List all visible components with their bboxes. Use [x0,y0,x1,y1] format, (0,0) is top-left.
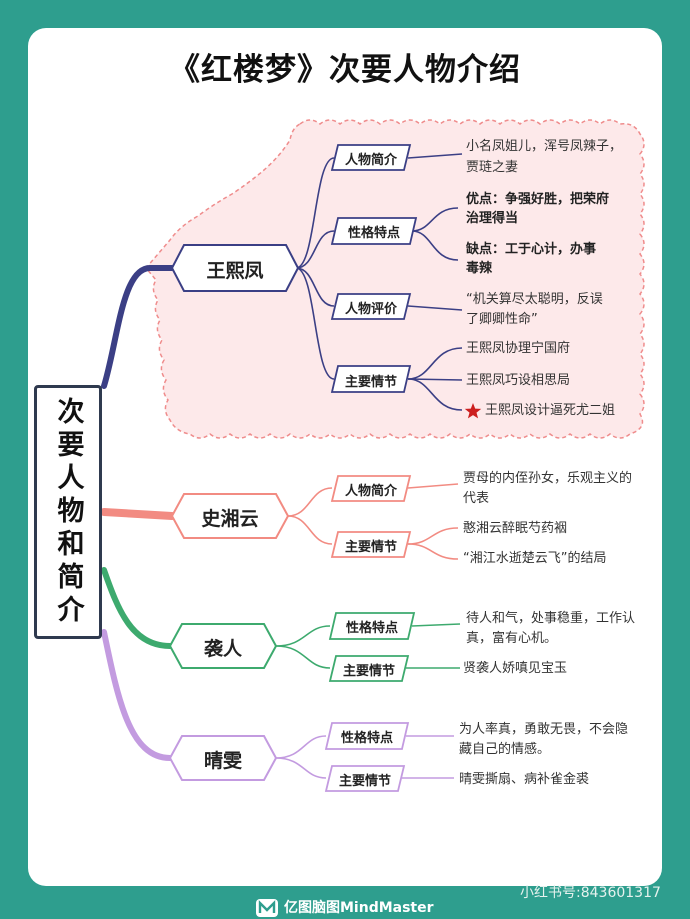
connector-root-qing [101,629,173,761]
leaf-text: 真，富有心机。 [466,631,558,646]
node-label-qing-trait: 性格特点 [340,731,393,746]
leaf-text: 憨湘云醉眠芍药裀 [463,521,568,536]
watermark: 小红书号:843601317 [520,885,661,901]
node-label-wang-intro: 人物简介 [344,153,397,168]
connectors-wang [295,153,463,411]
leaf-text: 缺点：工于心计，办事 [466,242,597,257]
node-label-xi-plot: 主要情节 [342,664,395,679]
node-label-wang-eval: 人物评价 [344,302,397,317]
node-box-wang-trait[interactable] [330,217,418,245]
branch-label-wang: 王熙凤 [206,260,264,282]
branch-box-wang[interactable] [170,244,300,292]
leaf-text: 小名凤姐儿，浑号凤辣子， [466,139,623,154]
leaf-text: 贾母的内侄孙女，乐观主义的 [463,471,633,486]
highlight-cloud [145,119,645,439]
connector-root-wang [101,265,175,389]
connector-root-xi [101,567,173,649]
leaf-text: 优点：争强好胜，把荣府 [466,192,610,207]
node-label-wang-plot: 主要情节 [344,375,397,390]
leaf-text: 毒辣 [466,261,493,276]
page-title: 《红楼梦》次要人物介绍 [169,52,521,88]
leaf-text: 贾琏之妻 [466,160,519,175]
footer-brand: 亿图脑图MindMaster [256,897,434,917]
footer-text: 亿图脑图MindMaster [284,900,434,916]
branch-box-xi[interactable] [168,623,278,669]
node-box-shi-intro[interactable] [330,475,412,502]
connector-root-shi [100,508,176,520]
leaf-text: 王熙凤设计逼死尤二姐 [485,403,616,418]
node-box-shi-plot[interactable] [330,531,412,558]
leaf-text: 待人和气，处事稳重，工作认 [466,611,636,626]
connectors-shi [287,483,459,560]
connectors-qing [275,735,454,779]
node-box-wang-intro[interactable] [330,144,412,171]
node-box-xi-trait[interactable] [328,612,416,640]
branch-label-qing: 晴雯 [203,750,242,772]
leaf-text: 藏自己的情感。 [459,742,551,757]
node-label-shi-intro: 人物简介 [344,484,397,499]
leaf-text: “机关算尽太聪明，反误 [466,292,603,307]
mindmaster-logo-icon [256,899,278,917]
branch-label-shi: 史湘云 [201,508,259,530]
node-label-shi-plot: 主要情节 [344,540,397,555]
node-label-wang-trait: 性格特点 [347,226,400,241]
leaf-text: 代表 [463,491,490,506]
branch-box-shi[interactable] [170,493,290,539]
leaf-text: 王熙凤巧设相思局 [466,373,571,388]
star-icon [464,403,482,419]
node-label-qing-plot: 主要情节 [338,774,391,789]
node-box-qing-plot[interactable] [324,765,406,792]
node-label-xi-trait: 性格特点 [345,621,398,636]
leaf-text: “湘江水逝楚云飞”的结局 [463,551,607,566]
leaf-text: 贤袭人娇嗔见宝玉 [463,661,568,676]
node-box-wang-plot[interactable] [330,365,412,393]
branch-box-qing[interactable] [168,735,278,781]
branch-label-xi: 袭人 [203,638,242,660]
node-box-xi-plot[interactable] [328,655,410,682]
node-box-qing-trait[interactable] [324,722,410,750]
connectors-xi [275,623,461,669]
leaf-text: 晴雯撕扇、病补雀金裘 [459,772,590,787]
leaf-text: 为人率真，勇敢无畏，不会隐 [459,722,629,737]
node-box-wang-eval[interactable] [330,293,412,320]
leaf-text: 了卿卿性命” [466,312,538,327]
leaf-text: 王熙凤协理宁国府 [466,341,571,356]
root-label: 次要人物和简介 [52,396,84,628]
root-node[interactable]: 次要人物和简介 [34,385,102,639]
leaf-text: 治理得当 [466,211,519,226]
